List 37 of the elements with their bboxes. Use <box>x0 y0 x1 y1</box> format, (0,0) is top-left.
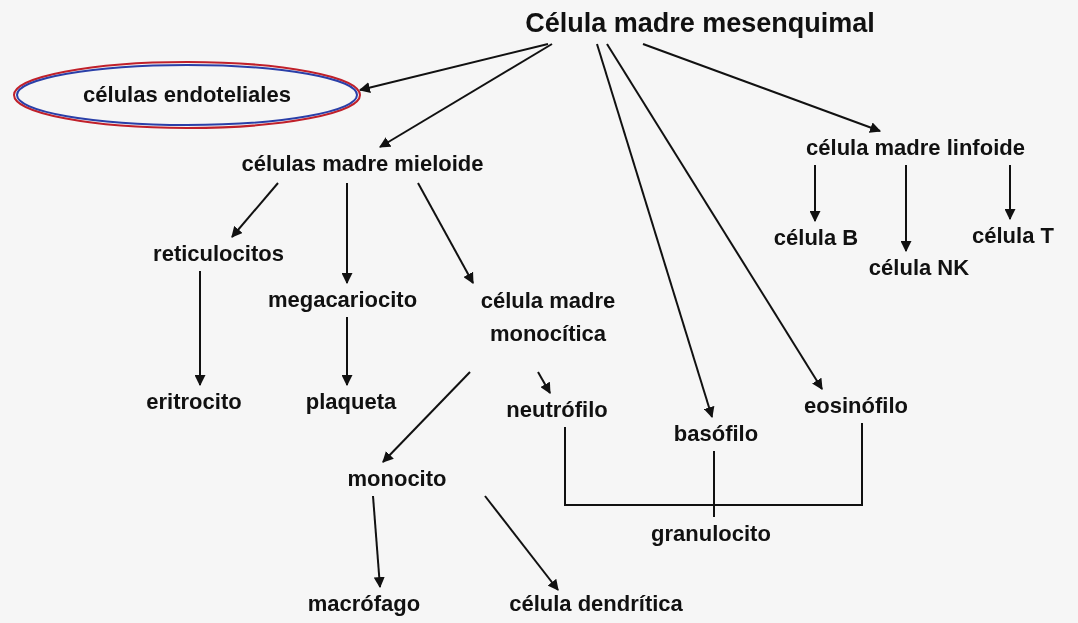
cell-type-label: célula NK <box>848 252 990 284</box>
cell-type-label: granulocito <box>628 518 794 550</box>
arrow <box>231 182 279 238</box>
cell-type-label: eritrocito <box>126 386 262 418</box>
arrow <box>606 43 823 390</box>
arrow <box>379 43 553 148</box>
cell-type-label: macrófago <box>298 588 430 620</box>
cell-type-label: eosinófilo <box>786 390 926 422</box>
arrow <box>1004 164 1016 221</box>
arrow <box>809 164 821 223</box>
arrow <box>341 316 353 387</box>
cell-type-label: monocito <box>328 463 466 495</box>
cell-type-label: célula B <box>756 222 876 254</box>
cell-type-label: célula madre linfoide <box>768 132 1063 164</box>
cell-type-label: células madre mieloide <box>200 148 525 182</box>
cell-type-label: Célula madre mesenquimal <box>485 4 915 42</box>
cell-type-label: basófilo <box>658 418 774 450</box>
arrow <box>194 270 206 387</box>
cell-type-label: reticulocitos <box>126 238 311 270</box>
arrow <box>537 371 551 394</box>
arrow <box>642 43 882 133</box>
cell-type-label: neutrófilo <box>488 394 626 426</box>
arrow <box>358 43 549 93</box>
cell-type-label: megacariocito <box>240 284 445 316</box>
cell-type-label: célula madre monocítica <box>458 284 638 374</box>
arrow <box>372 495 385 589</box>
arrow <box>417 182 474 284</box>
cell-type-label: célula dendrítica <box>478 588 714 620</box>
arrow <box>596 43 715 419</box>
arrow <box>341 182 353 285</box>
cell-type-label: plaqueta <box>288 386 414 418</box>
arrow <box>382 371 471 463</box>
arrow <box>484 495 559 591</box>
bracket-line <box>713 422 863 518</box>
cell-type-label: célula T <box>954 220 1072 252</box>
cell-type-label: células endoteliales <box>83 81 291 109</box>
arrow <box>900 164 912 253</box>
